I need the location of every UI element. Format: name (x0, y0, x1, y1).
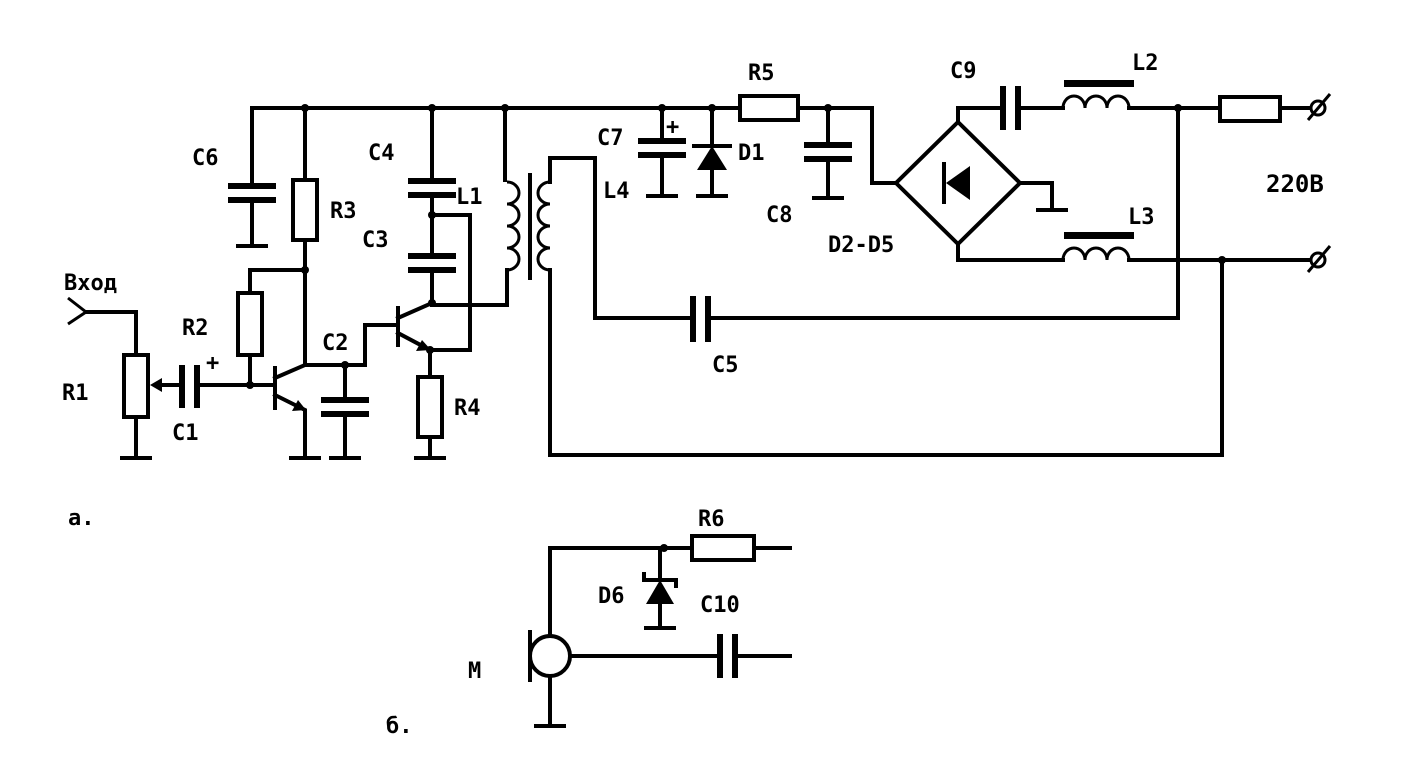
label-r2: R2 (182, 316, 209, 341)
zener-diode-d6 (642, 546, 678, 630)
capacitor-c4 (408, 106, 456, 255)
label-l2: L2 (1132, 51, 1159, 76)
inductor-l2 (1061, 80, 1222, 320)
transistor-q2 (395, 300, 435, 353)
capacitor-c6 (228, 106, 276, 248)
capacitor-c3 (408, 253, 456, 305)
inductor-l3 (1061, 232, 1312, 262)
junction-dots-a (246, 104, 1226, 389)
label-l1: L1 (456, 185, 483, 210)
resistor-r4 (414, 348, 446, 460)
transistor-q1 (272, 362, 321, 460)
label-c1: C1 (172, 421, 199, 446)
fuse (1218, 95, 1312, 123)
label-c6: C6 (192, 146, 219, 171)
label-r4: R4 (454, 396, 481, 421)
label-c3: C3 (362, 228, 389, 253)
potentiometer-r1 (120, 353, 180, 460)
label-c4: C4 (368, 141, 395, 166)
label-c5: C5 (712, 353, 739, 378)
label-c9: C9 (950, 59, 977, 84)
capacitor-c7 (638, 106, 686, 198)
label-plus-c7: + (666, 115, 679, 140)
c3-c4-tap-wire (428, 213, 472, 352)
label-c8: C8 (766, 203, 793, 228)
terminal-bottom (1306, 245, 1332, 273)
capacitor-c10 (717, 634, 792, 678)
label-plus-c1: + (206, 351, 219, 376)
junction-dot-b (660, 544, 668, 552)
capacitor-c2 (303, 323, 400, 460)
resistor-r6 (690, 534, 792, 562)
transformer-l1-l4 (430, 106, 1224, 457)
label-r1: R1 (62, 381, 89, 406)
label-c2: C2 (322, 331, 349, 356)
label-input: Вход (64, 271, 117, 296)
label-220v: 220В (1266, 170, 1324, 198)
capacitor-c9 (1000, 86, 1065, 130)
label-fig-a: а. (68, 506, 95, 531)
label-d6: D6 (598, 584, 625, 609)
label-l3: L3 (1128, 205, 1155, 230)
label-fig-b: б. (386, 714, 413, 739)
label-r3: R3 (330, 199, 357, 224)
capacitor-c5 (690, 296, 1180, 342)
terminal-top (1306, 93, 1332, 121)
label-c7: C7 (597, 126, 624, 151)
label-mic: M (468, 659, 481, 684)
input-connector (67, 296, 138, 357)
capacitor-c1 (179, 365, 277, 408)
diode-bridge-d2-d5 (893, 106, 1068, 262)
label-r6: R6 (698, 507, 725, 532)
label-d1: D1 (738, 141, 765, 166)
capacitor-c8 (804, 106, 852, 200)
resistor-r2 (236, 268, 307, 387)
resistor-r3 (291, 106, 319, 367)
label-l4: L4 (603, 179, 630, 204)
label-r5: R5 (748, 61, 775, 86)
label-c10: C10 (700, 593, 740, 618)
label-d2-d5: D2-D5 (828, 233, 894, 258)
microphone-m (528, 546, 718, 728)
diode-d1 (692, 106, 732, 198)
resistor-r5 (738, 94, 800, 122)
